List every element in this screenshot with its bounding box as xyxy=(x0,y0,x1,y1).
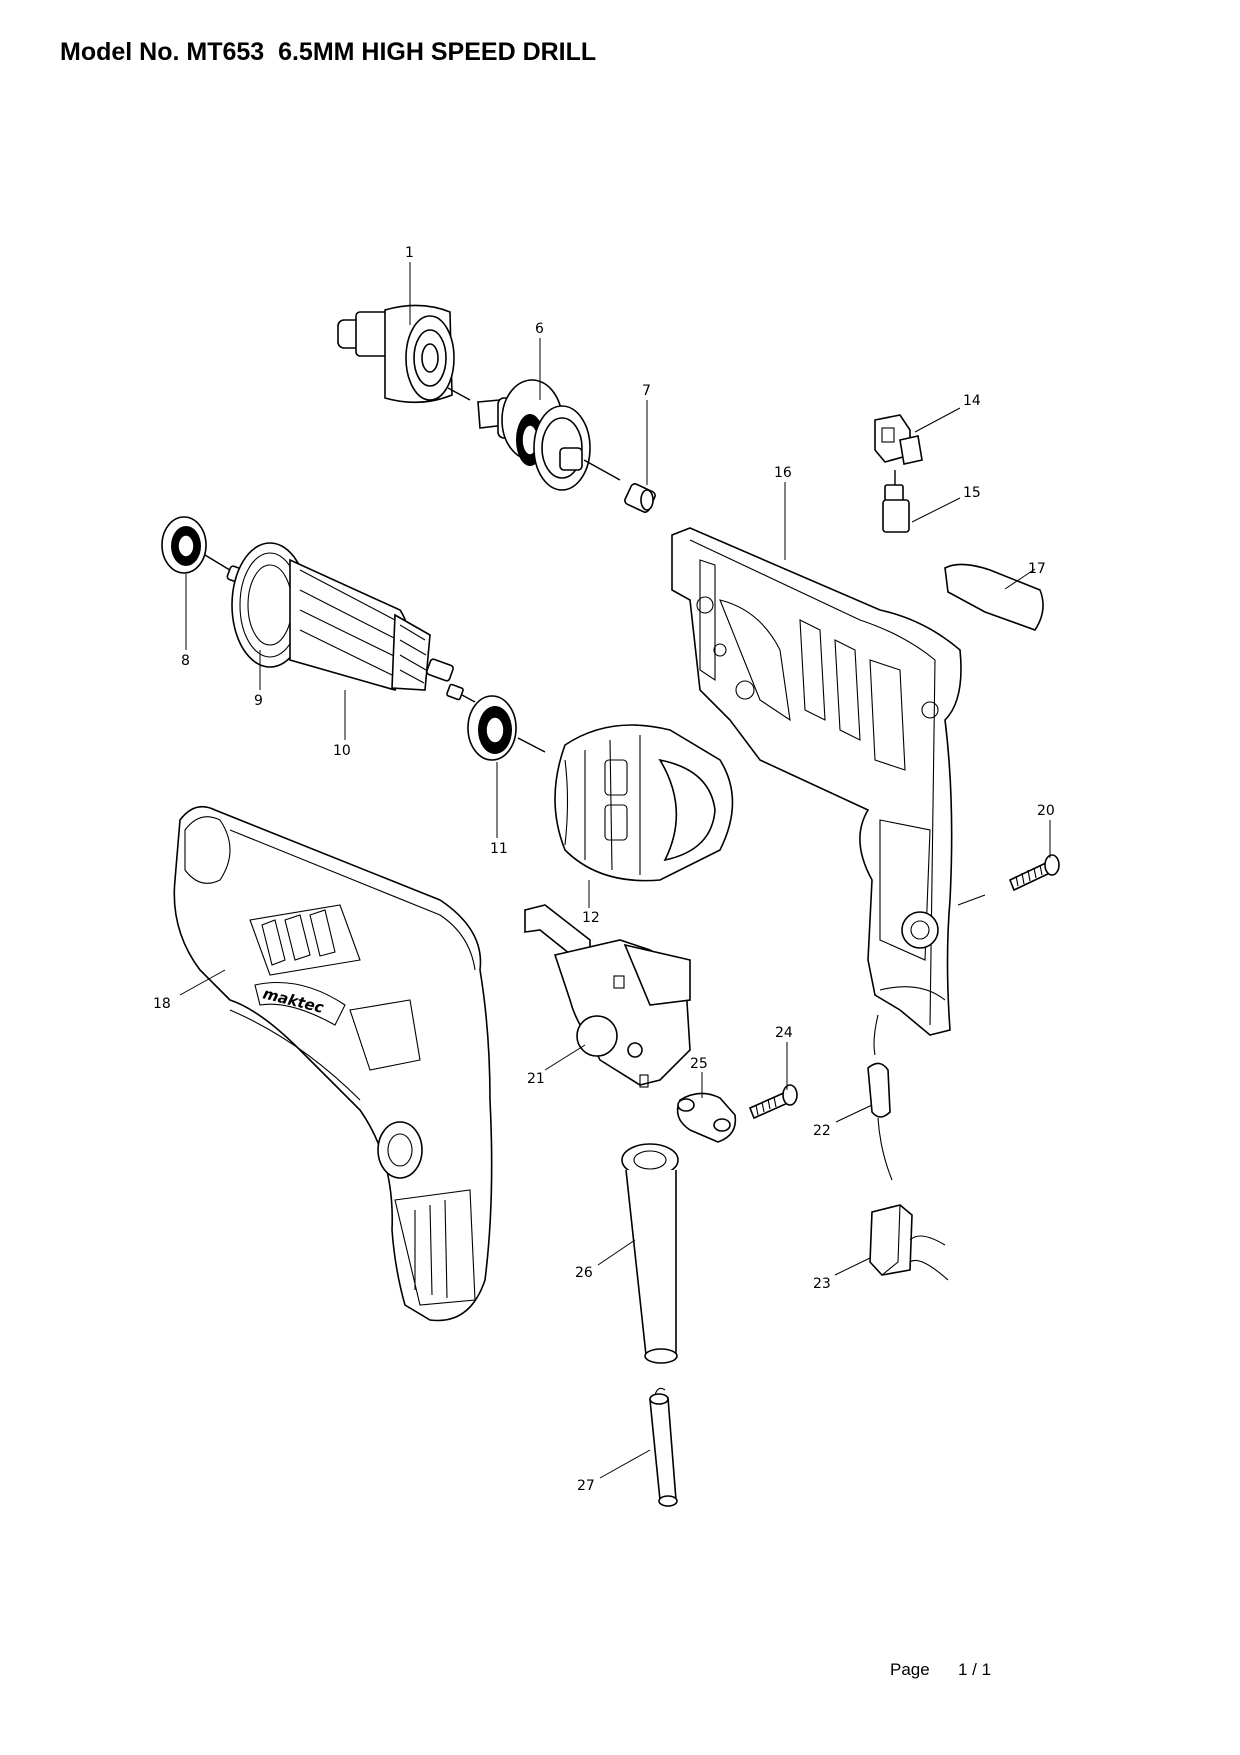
callout-1: 1 xyxy=(405,245,414,261)
callout-26: 26 xyxy=(575,1265,593,1281)
page-number: 1 / 1 xyxy=(958,1660,992,1679)
part-25-strain-relief xyxy=(676,1092,737,1143)
part-8-ball-bearing xyxy=(161,516,239,576)
callout-21: 21 xyxy=(527,1071,545,1087)
part-15-carbon-brush xyxy=(882,470,910,533)
page-title: Model No. MT653 6.5MM HIGH SPEED DRILL xyxy=(60,38,597,66)
callout-27: 27 xyxy=(577,1478,595,1494)
callout-14: 14 xyxy=(963,393,981,409)
part-22-cord xyxy=(867,1014,893,1181)
part-24-screw xyxy=(748,1084,798,1120)
part-27-power-cord xyxy=(649,1387,678,1507)
callout-numbers: 1 6 7 14 15 16 17 8 9 10 11 12 20 18 21 … xyxy=(153,245,1055,1494)
leader-lines xyxy=(179,262,1051,1479)
page-label: Page xyxy=(890,1660,930,1679)
callout-24: 24 xyxy=(775,1025,793,1041)
callout-9: 9 xyxy=(254,693,263,709)
callout-6: 6 xyxy=(535,321,544,337)
part-17-name-plate xyxy=(944,563,1044,631)
part-20-screw xyxy=(1008,854,1060,892)
callout-11: 11 xyxy=(490,841,508,857)
callout-16: 16 xyxy=(774,465,792,481)
part-11-ball-bearing xyxy=(461,694,546,761)
part-1-drill-chuck xyxy=(337,304,471,404)
callout-7: 7 xyxy=(642,383,651,399)
callout-23: 23 xyxy=(813,1276,831,1292)
callout-20: 20 xyxy=(1037,803,1055,819)
part-12-field xyxy=(554,724,734,882)
part-21-switch xyxy=(524,904,691,1088)
callout-8: 8 xyxy=(181,653,190,669)
callout-18: 18 xyxy=(153,996,171,1012)
part-7-sleeve xyxy=(624,483,656,513)
part-26-cord-guard xyxy=(621,1143,679,1364)
part-6-spindle-gear xyxy=(477,379,621,491)
part-10-armature xyxy=(226,542,464,701)
part-16-housing xyxy=(671,527,962,1036)
callout-15: 15 xyxy=(963,485,981,501)
part-23-capacitor xyxy=(869,1204,949,1281)
callout-25: 25 xyxy=(690,1056,708,1072)
part-18-housing-set: maktec xyxy=(173,805,493,1322)
callout-12: 12 xyxy=(582,910,600,926)
callout-22: 22 xyxy=(813,1123,831,1139)
callout-17: 17 xyxy=(1028,561,1046,577)
part-14-brush-holder xyxy=(874,414,923,465)
callout-10: 10 xyxy=(333,743,351,759)
